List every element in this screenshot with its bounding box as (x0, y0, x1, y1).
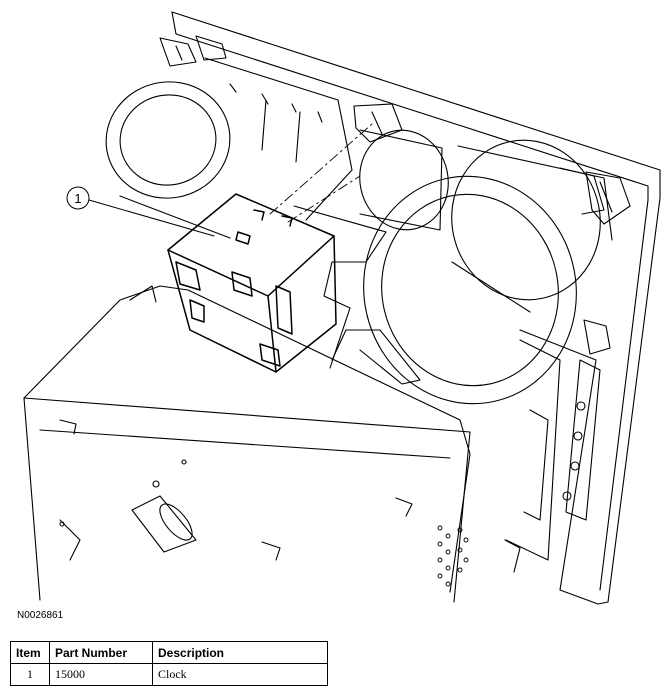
cell-part-number: 15000 (49, 663, 153, 686)
clock-module (167, 193, 337, 373)
left-vent-ring (105, 57, 353, 239)
vent-mesh (437, 525, 469, 587)
parts-table-header-row: Item Part Number Description (10, 641, 328, 664)
center-vent-ring (359, 129, 449, 231)
instrument-panel-bezel (171, 11, 661, 605)
table-row: 1 15000 Clock (10, 663, 328, 686)
cell-item: 1 (10, 663, 50, 686)
header-part-number: Part Number (49, 641, 153, 664)
cell-description: Clock (152, 663, 328, 686)
installation-lines (269, 123, 373, 223)
lower-housing (23, 285, 471, 603)
header-item: Item (10, 641, 50, 664)
callout-1: 1 (66, 186, 215, 237)
right-vent-ring (451, 139, 613, 301)
parts-table: Item Part Number Description 1 15000 Clo… (10, 641, 328, 686)
mounting-bracket (293, 205, 421, 385)
vent-clips (159, 35, 631, 355)
figure-id: N0026861 (17, 610, 64, 621)
exploded-view-illustration: 1 (23, 11, 661, 605)
header-description: Description (152, 641, 328, 664)
front-vent-ring (363, 175, 577, 405)
callout-1-number: 1 (74, 191, 81, 206)
